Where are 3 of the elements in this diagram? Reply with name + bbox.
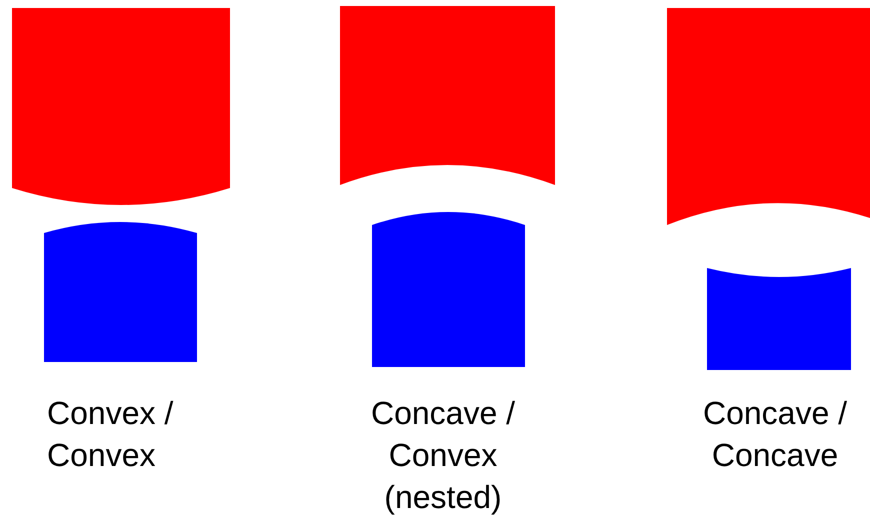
caption: Convex / Convex (47, 394, 174, 475)
caption: Concave / Convex (nested) (370, 394, 516, 517)
caption: Concave / Concave (702, 394, 848, 475)
